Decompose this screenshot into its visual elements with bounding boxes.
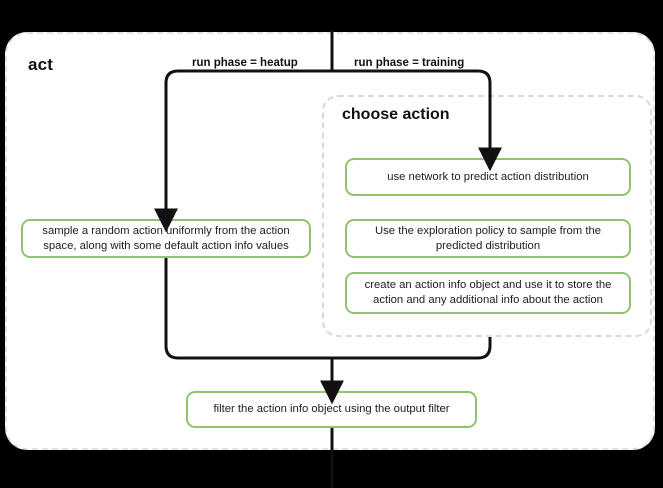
- page-title: act: [28, 55, 54, 74]
- node-create-action-info[interactable]: create an action info object and use it …: [345, 272, 631, 314]
- choose-action-group-title: choose action: [342, 106, 450, 123]
- node-exploration-policy[interactable]: Use the exploration policy to sample fro…: [345, 219, 631, 258]
- node-use-network[interactable]: use network to predict action distributi…: [345, 158, 631, 196]
- node-filter-action-info[interactable]: filter the action info object using the …: [186, 391, 477, 428]
- edge-label-heatup: run phase = heatup: [192, 57, 298, 69]
- node-sample-random-action[interactable]: sample a random action uniformly from th…: [21, 219, 311, 258]
- edge-label-training: run phase = training: [354, 57, 465, 69]
